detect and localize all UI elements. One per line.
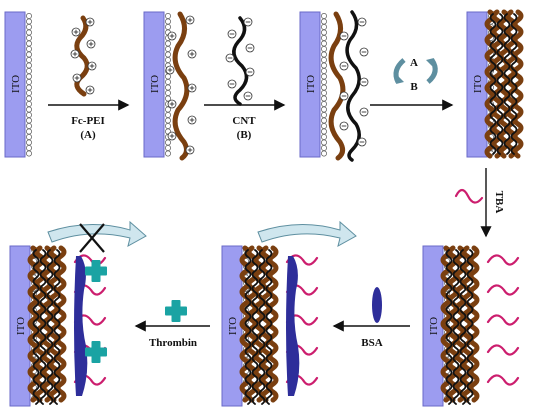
fc-pei-strand <box>70 15 97 97</box>
blocked-cross-icon <box>79 223 105 253</box>
negative-charges-panel-3 <box>339 17 369 147</box>
bsa-layer-panel-6 <box>286 256 300 396</box>
cycle-arrows: A B <box>393 57 438 93</box>
step-2-label: CNT <box>232 115 256 127</box>
ito-label-2: ITO <box>149 75 161 93</box>
multilayer-film-panel-5 <box>440 245 480 405</box>
ito-label-4: ITO <box>472 75 484 93</box>
step-4-label: TBA <box>493 191 505 214</box>
blocked-transfer-arrow <box>47 220 147 247</box>
ito-label-3: ITO <box>305 75 317 93</box>
multilayer-film-panel-6 <box>239 245 279 405</box>
aptamers-panel-5 <box>486 254 520 386</box>
panel-3: ITO <box>299 11 327 158</box>
pei-cnt-layer-panel-3 <box>328 10 369 162</box>
ito-label-5: ITO <box>428 317 440 335</box>
ito-label-6: ITO <box>227 317 239 335</box>
ito-label-1: ITO <box>10 75 22 93</box>
multilayer-film-panel-7 <box>27 245 67 405</box>
bound-thrombin-1 <box>85 260 107 282</box>
positive-charges-free <box>70 17 97 95</box>
electrode-surface-3 <box>321 13 327 157</box>
positive-charges-panel-2 <box>165 15 197 155</box>
panel-2: ITO <box>143 11 171 158</box>
ito-label-7: ITO <box>15 317 27 335</box>
free-tba-aptamer <box>454 188 484 204</box>
bsa-layer-panel-7 <box>74 256 88 396</box>
negative-charges-free <box>225 17 255 101</box>
bound-thrombin-2 <box>85 341 107 363</box>
ito-electrode-3 <box>299 11 321 158</box>
step-5-label: BSA <box>361 337 382 349</box>
cnt-strand <box>225 16 255 106</box>
multilayer-film-panel-4 <box>484 9 524 159</box>
step-6-label: Thrombin <box>149 337 197 349</box>
cycle-label-a: A <box>410 57 418 69</box>
step-1-label: Fc-PEI <box>71 115 105 127</box>
electron-transfer-arrow <box>257 220 357 247</box>
step-1-sub: (A) <box>80 129 96 141</box>
free-bsa <box>372 287 382 323</box>
cycle-label-b: B <box>410 81 418 93</box>
ito-electrode-1 <box>4 11 26 158</box>
ito-electrode-2 <box>143 11 165 158</box>
cycle-arrow-right <box>426 58 438 84</box>
step-2-sub: (B) <box>237 129 252 141</box>
pei-layer-panel-2 <box>165 11 197 161</box>
free-thrombin <box>165 300 187 322</box>
panel-1: ITO <box>4 11 32 158</box>
electrode-surface-1 <box>26 13 32 157</box>
